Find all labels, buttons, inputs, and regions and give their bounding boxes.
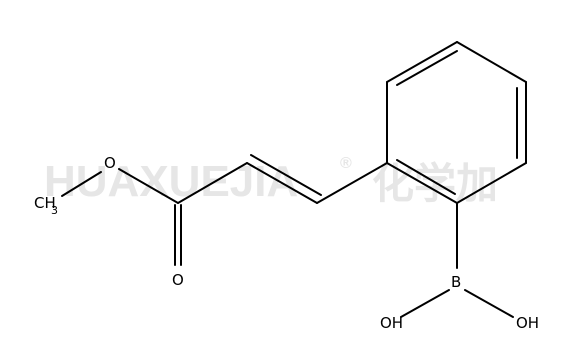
bond-alkene-ring [316,162,388,204]
ring-inner-bond-1 [396,50,458,86]
atom-labels: CH 3 O O B OH OH [34,154,539,332]
bond-carbonyl-alkene [177,162,248,204]
bond-oxygen-carbonyl [118,168,179,204]
bond-alkene-double-1 [246,162,318,204]
atom-label-hydroxyl-right: OH [516,314,539,332]
bond-methyl-oxygen [61,171,102,197]
atom-label-boron: B [451,273,461,291]
bond-boron-hydroxyl-right [464,289,514,318]
ring-bond-2 [386,41,458,83]
atom-label-hydroxyl-left: OH [380,314,403,332]
bonds [61,41,527,318]
watermark-registered: ® [340,155,352,172]
bond-alkene-double-2 [250,154,322,196]
atom-label-methyl-subscript: 3 [51,204,58,217]
atom-label-carbonyl-oxygen: O [172,271,184,289]
bond-boron-hydroxyl-left [400,289,450,318]
atom-label-ether-oxygen: O [104,154,116,172]
ring-inner-bond-3 [396,159,456,195]
atom-label-methyl: CH [34,194,56,212]
ring-bond-3 [456,41,527,83]
ring-bond-5 [456,162,527,204]
ring-bond-6 [386,162,458,204]
